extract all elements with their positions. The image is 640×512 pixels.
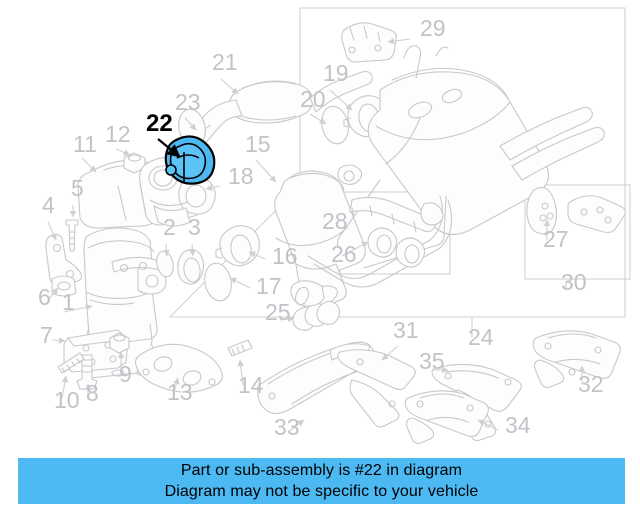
callout-label-21: 21	[212, 49, 238, 75]
callout-label-8: 8	[86, 380, 99, 406]
callout-label-6: 6	[38, 284, 51, 310]
part-5-bolt	[65, 219, 79, 252]
part-10-stud	[57, 352, 85, 374]
part-31-heat-shield	[337, 349, 416, 428]
callout-label-16: 16	[272, 243, 298, 269]
callout-label-26: 26	[331, 241, 357, 267]
callout-22-arrow	[157, 138, 181, 158]
part-22-highlighted-component	[164, 135, 216, 185]
callout-label-33: 33	[274, 414, 300, 440]
part-25-clamp-set	[292, 300, 341, 331]
callout-label-14: 14	[238, 372, 264, 398]
callout-label-28: 28	[322, 208, 348, 234]
part-13-manifold-gasket	[134, 343, 223, 393]
part-8-bolt	[76, 354, 98, 390]
callout-label-13: 13	[167, 379, 193, 405]
callout-label-4: 4	[42, 192, 55, 218]
callout-label-18: 18	[228, 163, 254, 189]
part-34-heat-shield	[404, 390, 489, 445]
caption-banner: Part or sub-assembly is #22 in diagram D…	[18, 458, 625, 504]
callout-label-24: 24	[468, 324, 494, 350]
callout-label-20: 20	[300, 86, 326, 112]
callout-label-25: 25	[265, 299, 291, 325]
callout-label-32: 32	[578, 371, 604, 397]
callout-label-15: 15	[245, 131, 271, 157]
part-2-gasket-small	[156, 250, 174, 278]
exhaust-system-diagram: .ln{fill:none;stroke:#c8c8cd;stroke-widt…	[38, 7, 631, 445]
part-29-hanger-bracket	[341, 22, 397, 63]
part-30-hanger-bracket	[567, 195, 626, 234]
callout-label-30: 30	[561, 269, 587, 295]
callout-label-10: 10	[54, 387, 80, 413]
callout-label-19: 19	[323, 60, 349, 86]
callout-label-17: 17	[256, 273, 282, 299]
callout-label-34: 34	[505, 412, 531, 438]
part-20-gasket-ring	[321, 105, 349, 145]
part-14-bolt	[227, 339, 253, 357]
callout-label-5: 5	[71, 175, 84, 201]
callout-label-22: 22	[146, 110, 173, 137]
part-9-nut	[109, 332, 130, 354]
panel-outline-right-main	[168, 7, 626, 318]
part-24-muffler	[336, 45, 605, 269]
part-12-nut	[123, 152, 146, 174]
callout-label-12: 12	[105, 121, 131, 147]
callout-label-23: 23	[175, 89, 201, 115]
callout-label-27: 27	[543, 226, 569, 252]
part-17-gasket-ring	[204, 262, 232, 302]
part-4-bracket	[45, 233, 83, 286]
callout-label-3: 3	[188, 214, 201, 240]
part-26-heat-shield-clips	[349, 196, 444, 268]
caption-line-1: Part or sub-assembly is #22 in diagram	[180, 462, 463, 479]
callout-label-31: 31	[393, 317, 419, 343]
callout-label-29: 29	[420, 15, 446, 41]
callout-label-1: 1	[62, 289, 75, 315]
callout-label-35: 35	[419, 348, 445, 374]
part-32-heat-shield	[532, 330, 621, 389]
callout-label-9: 9	[119, 361, 132, 387]
caption-line-2: Diagram may not be specific to your vehi…	[164, 483, 479, 500]
callout-label-2: 2	[163, 214, 176, 240]
panel-outline-hanger-27	[524, 184, 631, 280]
part-16-flange-ring	[215, 225, 260, 267]
part-3-ring-clamp	[177, 248, 205, 285]
leader-lines	[47, 37, 586, 433]
part-24-tailpipe	[290, 195, 453, 307]
callout-label-7: 7	[40, 322, 53, 348]
callout-label-11: 11	[73, 131, 97, 157]
part-15-resonator	[274, 164, 366, 311]
